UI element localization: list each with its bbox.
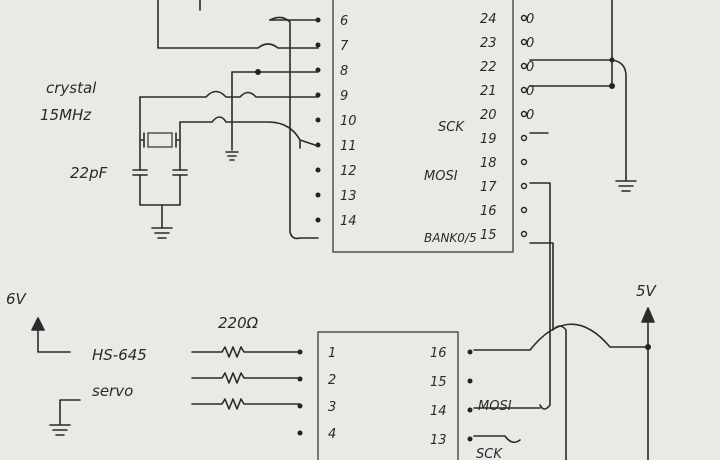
ic1-left-pin-terminal [315,42,321,48]
ic1-right-pin-terminal [520,14,528,22]
ic1-left-pin-terminal [315,217,321,223]
ic1-body [332,0,514,253]
ic1-right-pin-terminal [520,206,528,214]
ic1-left-wiring [139,0,319,240]
ic1-sck-label: SCK [438,120,465,135]
ic1-mosi-label: MOSI [424,169,458,184]
ic2-right-pin-15: 15 [430,375,447,390]
ic1-left-pin-terminal [315,117,321,123]
ic2-left-pin-2: 2 [328,373,336,388]
supply-5v: 5V [473,282,658,460]
ground-symbol-right [615,177,637,192]
ic1-right-pins: 24 23 22 21 20 19 18 17 16 15 0 0 0 0 0 [480,12,534,243]
ic1-right-pin-22: 22 [480,60,497,75]
ic1-left-pin-6: 6 [340,14,348,29]
ic2-left-pin-terminal [297,430,303,436]
ic1-right-pin-terminal [520,158,528,166]
ic2-right-pin-13: 13 [430,433,447,448]
ic1-left-pin-11: 11 [340,139,357,154]
ground-symbol-left [49,399,81,436]
ic2-body [317,331,459,460]
ic1-right-pin-16: 16 [480,204,497,219]
crystal-name-label: crystal [46,79,97,97]
ic1-right-pin-15: 15 [480,228,497,243]
ic2-left-pins: 1 2 3 4 [297,346,336,442]
ic2-right-wiring [473,407,541,444]
crystal-frequency-label: 15MHz [40,106,92,124]
ic1-left-pin-5: 5 [340,0,348,4]
ic2-right-pins: 16 15 14 13 [430,346,473,448]
ic2-left-pin-3: 3 [328,400,336,415]
ic1-right-pin-24: 24 [480,12,497,27]
ic2-right-pin-14: 14 [430,404,447,419]
ic1-left-pin-14: 14 [340,214,357,229]
ic1-left-pins: 5 6 7 8 9 10 11 12 13 14 [315,0,357,229]
ic1-right-pin-20: 20 [480,108,497,123]
resistor-network: 220Ω HS-645 servo [92,314,301,410]
ic1-pin-state: 0 [526,60,534,75]
ic1-left-pin-9: 9 [340,89,348,104]
resistance-label: 220Ω [218,314,259,332]
ic2-left-pin-4: 4 [328,427,336,442]
ic1-left-pin-terminal [315,192,321,198]
supply-5v-label: 5V [636,282,658,300]
ic1-right-pin-terminal [520,86,528,94]
servo-model-label: HS-645 [92,346,147,364]
ic1-chip: 5 6 7 8 9 10 11 12 13 14 24 23 22 21 20 19 18 17 16 15 0 0 0 0… [315,0,534,253]
ic2-left-pin-1: 1 [328,346,336,361]
ic1-right-pin-terminal [520,38,528,46]
ic1-bank-label: BANK0/5 [424,231,477,245]
ic1-right-pin-19: 19 [480,132,497,147]
ic2-right-pin-terminal [467,407,473,413]
ic2-right-pin-terminal [467,436,473,442]
ic1-left-pin-terminal [315,167,321,173]
ic2-chip: 1 2 3 4 16 15 14 13 MOSI SCK [297,331,512,460]
ic1-left-pin-7: 7 [340,39,349,54]
ic1-right-pin-terminal [520,110,528,118]
ic1-right-pin-terminal [520,230,528,238]
ic1-left-pin-13: 13 [340,189,357,204]
ic2-right-pin-16: 16 [430,346,447,361]
ic2-sck-label: SCK [476,447,503,460]
ic1-pin-state: 0 [526,108,534,123]
supply-6v: 6V [6,290,71,353]
ic2-mosi-label: MOSI [478,399,512,414]
ic1-right-wiring [529,0,637,460]
ic1-left-pin-10: 10 [340,114,357,129]
ic1-right-pin-terminal [520,182,528,190]
ic1-pin-state: 0 [526,84,534,99]
ic1-right-pin-terminal [520,134,528,142]
ic2-right-pin-terminal [467,378,473,384]
crystal-oscillator: crystal 15MHz 22pF [40,79,188,239]
ic1-right-pin-23: 23 [480,36,497,51]
ic1-pin-state: 0 [526,12,534,27]
ic1-right-pin-21: 21 [480,84,497,99]
ic1-right-pin-17: 17 [480,180,497,195]
ic1-pin-state: 0 [526,36,534,51]
supply-6v-label: 6V [6,290,28,308]
crystal-symbol [147,132,173,148]
capacitance-label: 22pF [70,164,108,182]
ic1-right-pin-18: 18 [480,156,497,171]
servo-label: servo [92,382,133,400]
ic2-right-pin-terminal [467,349,473,355]
ic1-left-pin-8: 8 [340,64,348,79]
ic1-left-pin-12: 12 [340,164,357,179]
ic1-right-pin-terminal [520,62,528,70]
